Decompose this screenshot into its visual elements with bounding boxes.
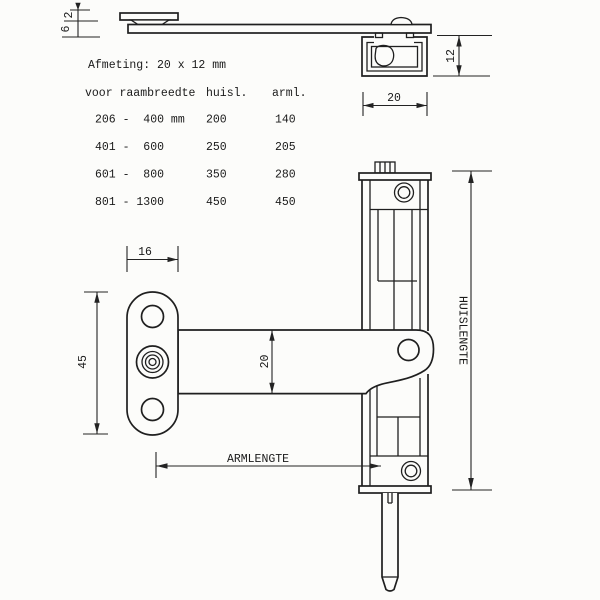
right-arrow-icon — [167, 256, 178, 263]
row-range: 206 - 400 mm — [95, 114, 185, 127]
down-arrow-icon — [468, 478, 474, 490]
top-end-plate — [358, 172, 432, 181]
table-row: 601 - 800 350 280 — [95, 169, 296, 182]
down-arrow-icon — [456, 65, 462, 76]
pivot-hole — [397, 338, 420, 362]
down-arrow-icon — [75, 2, 81, 10]
table-row: 206 - 400 mm 200 140 — [95, 114, 296, 127]
row-arml: 450 — [275, 196, 296, 209]
dim-housing-width: 20 — [362, 92, 428, 116]
dim-arm-width-label: 20 — [259, 355, 272, 369]
right-arrow-icon — [369, 463, 381, 469]
spec-table: Afmeting: 20 x 12 mm voor raambreedte hu… — [85, 59, 307, 209]
up-arrow-icon — [94, 292, 100, 303]
row-arml: 140 — [275, 114, 296, 127]
pivot-rings — [135, 345, 170, 379]
table-row: 801 - 1300 450 450 — [95, 196, 296, 209]
housing-screw-hole-top — [393, 182, 415, 203]
row-range: 801 - 1300 — [95, 196, 164, 209]
afmeting-label: Afmeting: 20 x 12 mm — [88, 59, 226, 72]
locking-pin — [381, 493, 399, 592]
d-profile-hole — [374, 44, 395, 67]
housing-screw-hole-bottom — [400, 460, 422, 482]
dim-plate-height: 45 — [77, 291, 108, 435]
dim-housing-depth: 12 — [433, 34, 492, 77]
down-arrow-icon — [269, 382, 275, 394]
row-huisl: 350 — [206, 169, 227, 182]
clip-tab-right — [405, 32, 415, 39]
left-arrow-icon — [363, 102, 374, 109]
up-arrow-icon — [456, 36, 462, 47]
row-arml: 205 — [275, 141, 296, 154]
bottom-end-plate — [358, 485, 432, 494]
screw-hole-top — [140, 304, 165, 329]
knob-ribs — [379, 162, 391, 173]
table-row: 401 - 600 250 205 — [95, 141, 296, 154]
row-huisl: 250 — [206, 141, 227, 154]
rivet-dome — [390, 16, 413, 26]
dim-housing-width-label: 20 — [387, 92, 401, 105]
side-view — [119, 12, 432, 39]
arm — [177, 329, 435, 395]
down-arrow-icon — [94, 423, 100, 434]
dim-plate-width: 16 — [126, 246, 179, 272]
table-header-huisl: huisl. — [206, 87, 247, 100]
slider-channel-upper — [370, 208, 428, 330]
arm-bar-side — [127, 23, 432, 34]
housing-cross-section — [361, 36, 428, 77]
plate-edge-view — [119, 12, 179, 21]
row-arml: 280 — [275, 169, 296, 182]
dim-huislengte: HUISLENGTE — [452, 170, 492, 491]
up-arrow-icon — [468, 171, 474, 183]
front-view — [126, 161, 435, 592]
left-arrow-icon — [156, 463, 168, 469]
row-range: 601 - 800 — [95, 169, 164, 182]
clip-tab-left — [374, 32, 384, 39]
screw-hole-bottom — [140, 397, 165, 422]
dim-plate-stack: 2 6 — [60, 2, 100, 38]
slider-channel-lower — [370, 386, 428, 457]
section-inner-wall — [370, 45, 419, 68]
dim-plate-height-label: 45 — [77, 355, 90, 369]
housing — [358, 161, 432, 592]
dim-plate-width-label: 16 — [138, 246, 152, 259]
dim-housing-depth-label: 12 — [445, 49, 458, 63]
pin-notch — [387, 493, 393, 504]
plate-outline — [126, 291, 179, 436]
dim-plate-thickness-label: 2 — [63, 11, 76, 18]
right-arrow-icon — [416, 102, 427, 109]
mounting-plate — [126, 291, 179, 436]
table-header-range: voor raambreedte — [85, 87, 196, 100]
section-mid-wall — [366, 41, 423, 72]
huislengte-label: HUISLENGTE — [456, 296, 469, 365]
section-outer-wall — [361, 36, 428, 77]
armlengte-label: ARMLENGTE — [227, 453, 289, 466]
row-range: 401 - 600 — [95, 141, 164, 154]
dim-stack-height-label: 6 — [60, 25, 73, 32]
dim-arm-width: 20 — [259, 330, 275, 394]
row-huisl: 450 — [206, 196, 227, 209]
up-arrow-icon — [269, 330, 275, 341]
row-huisl: 200 — [206, 114, 227, 127]
table-header-arml: arml. — [272, 87, 307, 100]
dim-armlengte: ARMLENGTE — [155, 452, 381, 478]
